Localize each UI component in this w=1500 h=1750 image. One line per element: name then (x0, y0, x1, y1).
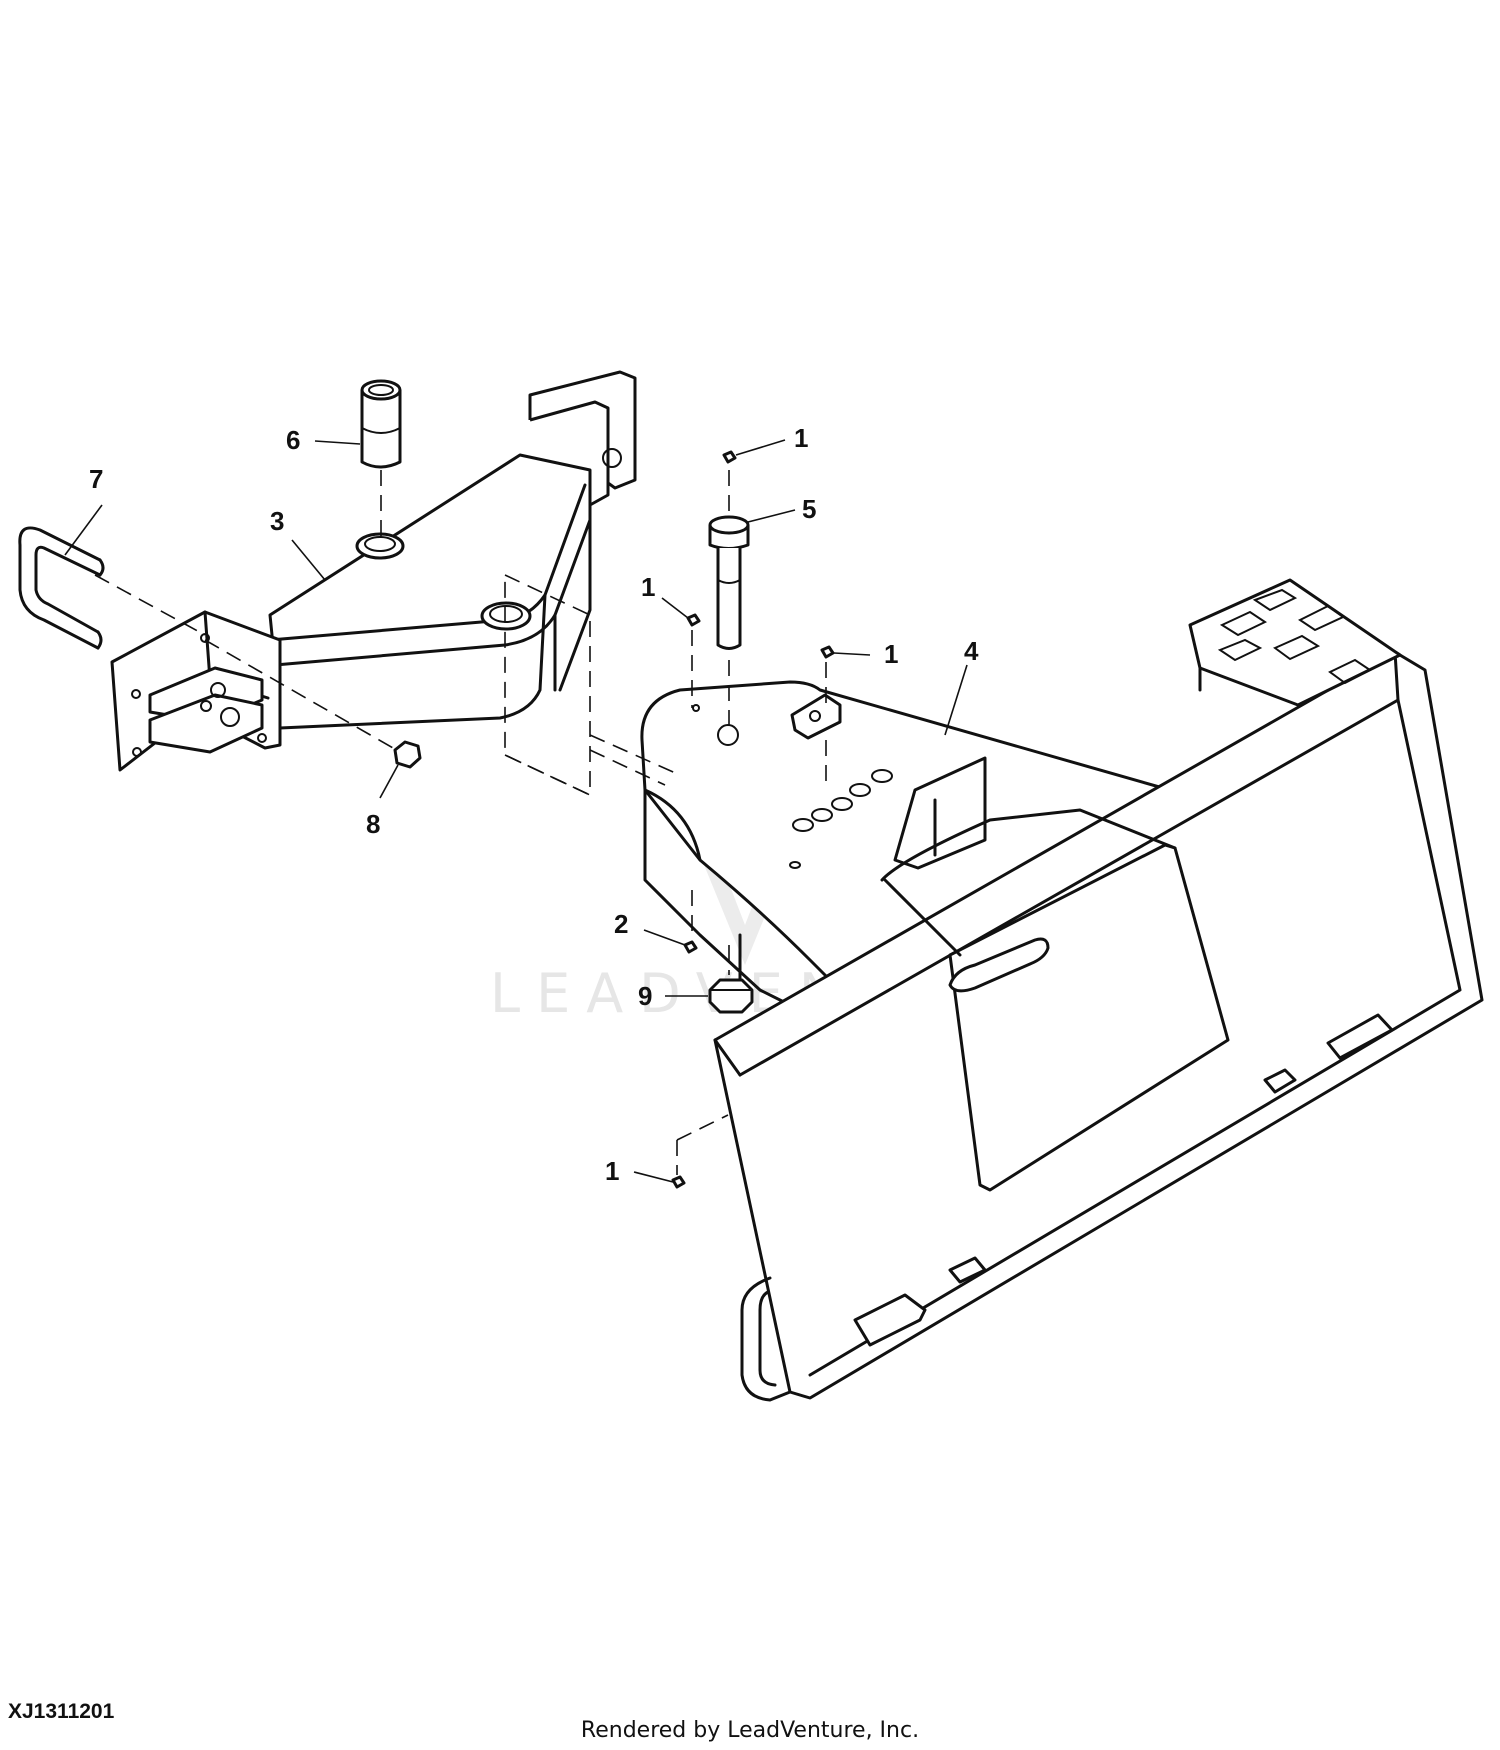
render-credit: Rendered by LeadVenture, Inc. (580, 1718, 920, 1743)
leader-lines (64, 439, 968, 1183)
callout-4: 4 (964, 636, 979, 666)
callout-1-mid: 1 (884, 639, 898, 669)
part-4-attach-plate (640, 578, 1484, 1402)
grease-fittings (671, 450, 835, 1189)
diagram-id: XJ1311201 (8, 1700, 115, 1723)
callout-6: 6 (286, 425, 300, 455)
callout-5: 5 (802, 494, 816, 524)
callout-1-left: 1 (641, 572, 655, 602)
callout-3: 3 (270, 506, 284, 536)
assembly-lines (94, 470, 827, 1175)
part-8-nut (393, 740, 422, 769)
part-3-frame (110, 370, 637, 772)
callout-8: 8 (366, 809, 380, 839)
callout-9: 9 (638, 981, 652, 1011)
part-5-bolt (708, 515, 750, 650)
callouts: 1 5 1 1 4 6 7 3 8 2 9 1 (89, 423, 979, 1186)
part-6-bushing (360, 379, 402, 469)
callout-1-bottom: 1 (605, 1156, 619, 1186)
part-7-handle-pin (18, 526, 105, 650)
callout-2: 2 (614, 909, 628, 939)
callout-7: 7 (89, 464, 103, 494)
part-9-nut (708, 978, 754, 1014)
callout-1-top: 1 (794, 423, 808, 453)
